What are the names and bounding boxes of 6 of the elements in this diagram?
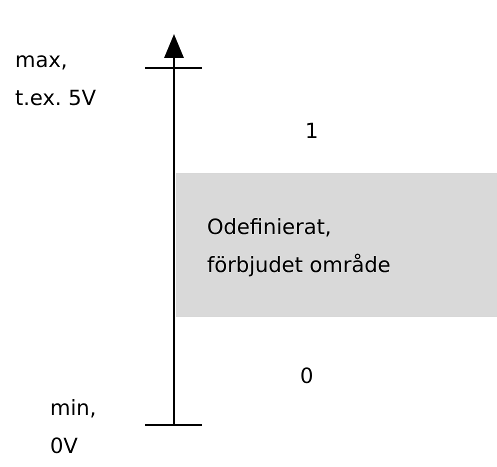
axis-min-label: min, 0V — [50, 395, 98, 460]
logic-level-label: 0 — [300, 363, 314, 390]
logic-level-label: 1 — [305, 118, 318, 145]
axis-max-label: max, t.ex. 5V — [15, 47, 97, 112]
zone-label: Odefinierat, förbjudet område — [207, 214, 392, 279]
forbidden-zone-band — [176, 173, 497, 317]
